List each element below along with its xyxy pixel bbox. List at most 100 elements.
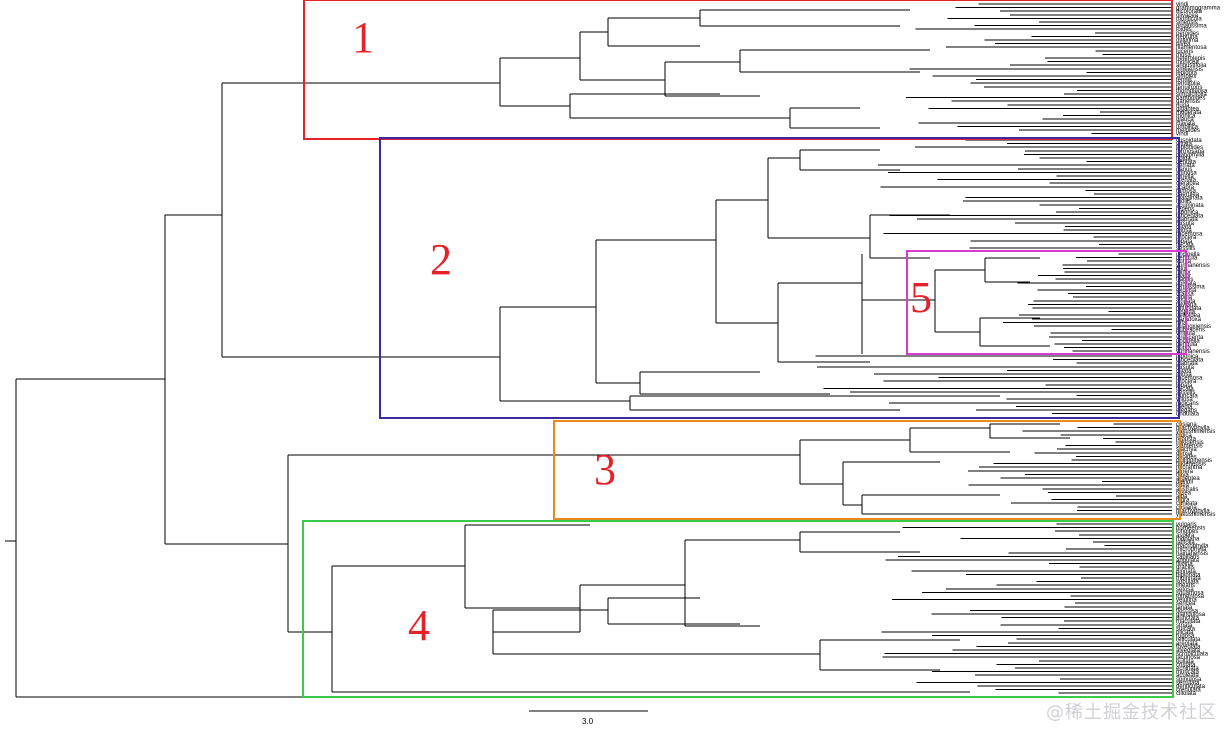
tip-label: denticulata [1176, 684, 1206, 690]
tip-label: brachyphylla [1176, 508, 1210, 514]
tip-label: rufa [1176, 320, 1187, 326]
tip-label: monica [1176, 114, 1196, 120]
tip-label: capillaris [1176, 554, 1199, 560]
tip-label: gariensis [1176, 99, 1200, 105]
tip-label: elegans [1176, 408, 1197, 414]
tip-label: nanus [1176, 167, 1192, 173]
clade-5-number: 5 [910, 273, 932, 322]
tip-label: lutea [1176, 483, 1190, 489]
clade-2-box [379, 137, 1180, 419]
tip-label: liukiuensis [1176, 440, 1204, 446]
tip-label: macrophylla [1176, 544, 1209, 550]
clade-4-number: 4 [408, 601, 430, 650]
tip-label: gigantea [1176, 106, 1200, 112]
tip-label: sericea [1176, 601, 1196, 607]
tip-label: tenuis [1176, 78, 1192, 84]
tip-label: virescenta [1176, 335, 1204, 341]
tip-label: procera [1176, 379, 1197, 385]
scale-bar: 3.0 [529, 710, 648, 726]
tip-label: ciliata [1176, 368, 1192, 374]
tip-label: tenuissima [1176, 284, 1205, 290]
tip-label: neptuna [1176, 34, 1198, 40]
tip-label: pendula [1176, 342, 1198, 348]
tip-label: peroides [1176, 31, 1199, 37]
tip-label: glauca [1176, 117, 1194, 123]
tip-label: tripinnata [1176, 576, 1201, 582]
clade-3-number: 3 [594, 445, 616, 494]
tip-label: mosa [1176, 52, 1191, 58]
tip-label: monicea [1176, 60, 1199, 66]
tip-label: clavata [1176, 121, 1196, 127]
tip-label: latifolia [1176, 540, 1195, 546]
tip-label: mollis [1176, 199, 1191, 205]
tip-label: echinata [1176, 666, 1199, 672]
tip-label: pubescens [1176, 328, 1205, 334]
tip-label: fragilis [1176, 277, 1193, 283]
tip-label: subulata [1176, 580, 1199, 586]
tip-label: yakushimensis [1176, 429, 1215, 435]
tip-label: uncinella [1176, 252, 1200, 258]
tip-label: bullata [1176, 659, 1194, 665]
tip-label: floccosa [1176, 608, 1199, 614]
tip-label: japonica [1175, 210, 1199, 216]
tip-label: scrobiculata [1176, 652, 1209, 658]
tip-label: crisiana [1176, 422, 1197, 428]
tip-label: micrantha [1176, 465, 1203, 471]
tip-label: platyphylla [1176, 152, 1205, 158]
tip-label: yunnanensis [1176, 349, 1210, 355]
clade-3-box [553, 420, 1181, 520]
tip-label: glandulosa [1176, 612, 1206, 618]
tip-label: densa [1176, 451, 1193, 457]
tip-label: microphylla [1176, 547, 1207, 553]
tip-label: ovoides [1176, 454, 1197, 460]
tip-label: fukienensis [1176, 462, 1206, 468]
tip-label: robusta [1176, 436, 1197, 442]
clade-5-box [906, 250, 1187, 355]
tip-label: minor [1176, 270, 1191, 276]
tip-label: villosa [1176, 397, 1193, 403]
tip-label: uncinella [1176, 338, 1200, 344]
tip-label: lucens [1176, 49, 1193, 55]
tip-label: paradoxa [1176, 317, 1202, 323]
tip-label: major [1176, 274, 1191, 280]
tip-label: lobata [1176, 239, 1193, 245]
tip-label: montana [1176, 536, 1200, 542]
tip-label: pilosa [1176, 372, 1192, 378]
tip-label: ciliata [1176, 224, 1192, 230]
clade-2-number: 2 [430, 235, 452, 284]
tip-label: alveolata [1176, 648, 1201, 654]
tip-label: radicans [1176, 401, 1199, 407]
tip-label: foveolata [1176, 644, 1201, 650]
scale-bar-label: 3.0 [582, 717, 594, 726]
tip-label: spinulosa [1176, 677, 1202, 683]
tip-label: indica [1176, 433, 1192, 439]
tip-label: spinosa [1176, 170, 1197, 176]
tip-label: scabra [1176, 185, 1195, 191]
tip-label: bamboides [1176, 96, 1205, 102]
tip-label: repens [1176, 206, 1194, 212]
tip-label: gracilis [1176, 565, 1195, 571]
tip-label: moderata [1176, 110, 1202, 116]
tip-label: simplicifolia [1176, 92, 1207, 98]
tip-label: falcata [1176, 386, 1194, 392]
tip-label: nigra [1176, 498, 1190, 504]
tip-label: monticola [1176, 16, 1202, 22]
tip-label: filicina [1176, 562, 1193, 568]
tip-label: bipinnata [1176, 572, 1201, 578]
tip-label: aspera [1176, 533, 1195, 539]
tip-label: caerulea [1176, 192, 1200, 198]
tip-label: pendula [1176, 256, 1198, 262]
tip-label: racemosa [1176, 376, 1203, 382]
tip-label: tenella [1176, 174, 1194, 180]
tip-label: pilosa [1176, 228, 1192, 234]
tip-label: umbilica [1176, 124, 1199, 130]
tip-label: vittata [1176, 142, 1193, 148]
clade-4-box [302, 520, 1174, 698]
watermark: @稀土掘金技术社区 [1046, 702, 1217, 723]
tip-label: omeiensis [1176, 67, 1203, 73]
tip-label: crenata [1176, 178, 1197, 184]
tip-label: squamosa [1176, 590, 1204, 596]
tip-label: vindi [1176, 2, 1188, 8]
tip-label: undulata [1176, 412, 1200, 418]
tip-label: muricata [1176, 670, 1200, 676]
